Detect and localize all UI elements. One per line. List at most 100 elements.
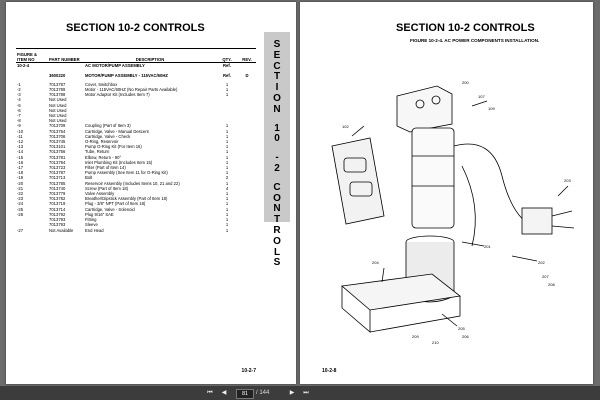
tab-letter: 2 — [274, 162, 280, 174]
table-header-row: FIGURE & ITEM NO PART NUMBER DESCRIPTION… — [16, 52, 256, 64]
callout-label: 204 — [372, 260, 379, 265]
tab-letter: O — [273, 192, 281, 204]
part-number-cell: 7013709 — [49, 123, 66, 129]
part-number-cell: 7013793 — [49, 217, 66, 223]
part-number-cell: 7013788 — [49, 92, 66, 98]
cover-window-top — [343, 157, 367, 173]
table-row: 7013793 Fitting 1 — [16, 217, 256, 222]
part-number-cell: 7013740 — [49, 185, 66, 191]
part-number-cell: 7013764 — [49, 128, 66, 134]
figure-cell: -14 — [17, 149, 24, 155]
callout-label: 206 — [462, 334, 469, 339]
description-cell: Plug - 3/8" NPT (Part of Item 18) — [85, 201, 146, 207]
mounting-tray-sides — [341, 286, 461, 333]
callout-label: 102 — [342, 124, 349, 129]
qty-cell: 1 — [225, 206, 229, 212]
figure-cell: -8 — [17, 118, 21, 124]
description-cell: Screw (Part of Item 18) — [85, 185, 129, 191]
description-cell: Breather/Dipstick Assembly (Part of Item… — [85, 196, 168, 202]
description-cell: Sleeve — [85, 222, 98, 228]
tab-letter: 0 — [274, 133, 280, 145]
col-header-part-number: PART NUMBER — [48, 52, 84, 64]
callout-label: 202 — [538, 260, 545, 265]
col-header-rev: REV. — [238, 52, 256, 64]
part-number-cell: 7013787 — [49, 170, 66, 176]
viewer-toolbar: ⏮ ◀ / 144 ▶ ⏭ — [0, 386, 600, 400]
col-header-qty: QTY. — [216, 52, 238, 64]
tab-letter: T — [273, 71, 281, 83]
part-number-cell: Not Used — [49, 107, 67, 113]
tab-letter: L — [273, 246, 281, 258]
qty-cell: 1 — [225, 81, 229, 87]
figure-cell: -17 — [17, 165, 24, 171]
description-cell: Bolt — [85, 175, 93, 181]
figure-cell: -4 — [17, 97, 21, 103]
part-number-cell: 7013781 — [49, 154, 66, 160]
description-cell: Pump O-Ring Kit (For Item 16) — [85, 144, 142, 150]
prev-page-icon[interactable]: ◀ — [221, 390, 227, 396]
part-number-cell: 7013713 — [49, 175, 66, 181]
qty-cell: 1 — [225, 217, 229, 223]
tab-letter: T — [273, 214, 281, 226]
figure-cell: -11 — [17, 133, 23, 139]
description-cell: Elbow, Return - 90° — [85, 154, 122, 160]
motor-body — [411, 127, 455, 229]
callout-label: 208 — [548, 282, 555, 287]
switch-knob-2 — [431, 95, 441, 105]
figure-cell: -19 — [17, 175, 24, 181]
qty-cell: 1 — [225, 149, 229, 155]
part-number-cell: 7013782 — [49, 196, 66, 202]
last-page-icon[interactable]: ⏭ — [303, 390, 309, 396]
tab-letter: C — [273, 181, 281, 193]
qty-cell: Ref. — [223, 72, 231, 78]
exploded-parts-diagram: 102 107 109 200 201 202 203 204 205 206 … — [331, 80, 575, 345]
qty-cell: 1 — [225, 133, 229, 139]
part-number-cell: Not Used — [49, 118, 67, 124]
callout-label: 209 — [412, 334, 419, 339]
qty-cell: Ref. — [223, 63, 231, 69]
description-cell: Fitting — [85, 217, 97, 223]
qty-cell: 1 — [225, 165, 229, 171]
fittings — [551, 210, 575, 229]
part-number-cell: 3600220 — [49, 72, 66, 78]
page-number-input[interactable] — [236, 389, 254, 399]
tab-letter: O — [273, 235, 281, 247]
figure-caption: FIGURE 10-2-4. AC POWER COMPONENTS INSTA… — [410, 38, 540, 43]
tab-letter: I — [275, 82, 279, 94]
figure-cell: -13 — [17, 144, 24, 150]
description-cell: Tube, Return — [85, 149, 110, 155]
qty-cell: 1 — [225, 159, 229, 165]
callout-label: 107 — [478, 94, 485, 99]
figure-cell: -6 — [17, 107, 21, 113]
first-page-icon[interactable]: ⏮ — [207, 390, 213, 396]
tab-letter: N — [273, 103, 281, 115]
next-page-icon[interactable]: ▶ — [289, 390, 295, 396]
left-page: SECTION 10-2 CONTROLS FIGURE & ITEM NO P… — [6, 2, 296, 384]
part-number-cell: 7013785 — [49, 180, 66, 186]
part-number-cell: 7013714 — [49, 206, 66, 212]
page-total-label: / 144 — [256, 390, 270, 396]
figure-cell: -10 — [17, 128, 24, 134]
part-number-cell: 7013779 — [49, 191, 66, 197]
rev-cell: D — [245, 72, 249, 78]
description-cell: Cartridge, Valve - Manual Descent — [85, 128, 149, 134]
description-cell: Motor - 115VAC/60HZ (No Repair Parts Ava… — [85, 87, 178, 93]
part-number-cell: 7013787 — [49, 81, 66, 87]
qty-cell: 2 — [225, 175, 229, 181]
qty-cell: 1 — [225, 222, 229, 228]
tab-letter: E — [273, 49, 281, 61]
part-number-cell: 7013101 — [49, 144, 66, 150]
qty-cell: 1 — [225, 211, 229, 217]
description-cell: Filter (Part of Item 14) — [85, 165, 126, 171]
